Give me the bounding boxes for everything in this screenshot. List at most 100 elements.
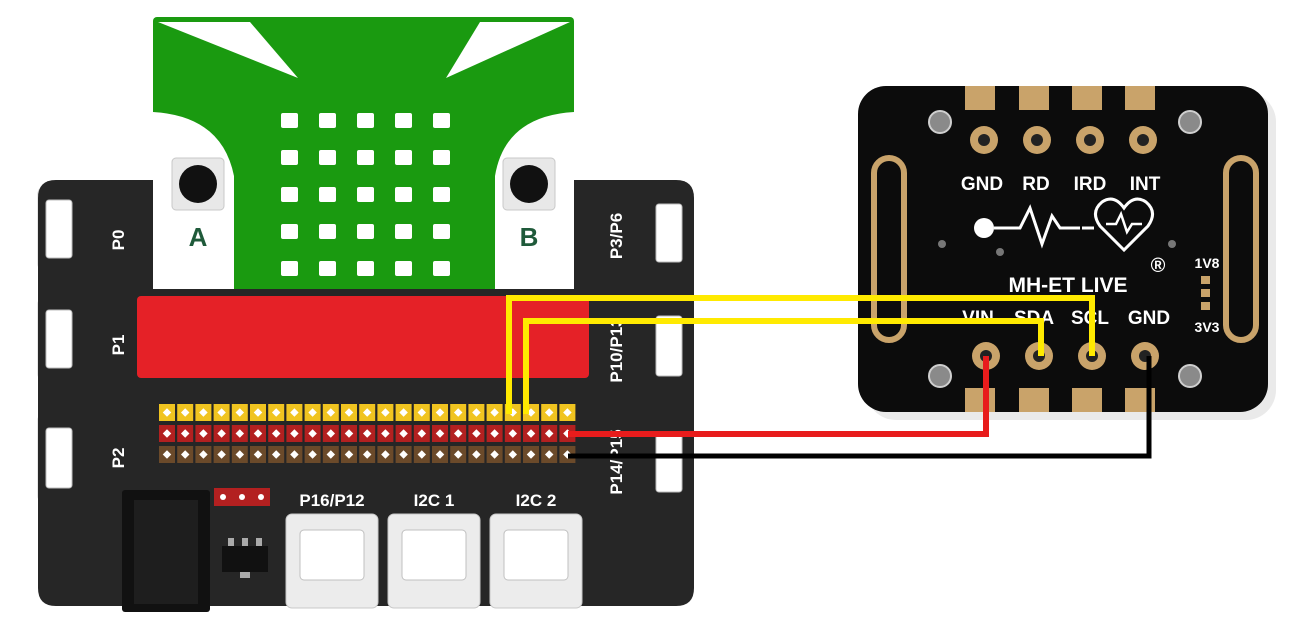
header-pin-hole <box>162 429 172 438</box>
led-cell <box>395 261 412 276</box>
led-cell <box>433 150 450 165</box>
header-pin-hole <box>290 429 299 438</box>
header-pin-hole <box>253 429 263 438</box>
header-pin-hole <box>490 429 499 438</box>
wire-sda-yellow <box>506 295 1095 414</box>
header-pin-hole <box>235 408 245 417</box>
led-cell <box>281 150 298 165</box>
header-pin-hole <box>544 408 554 417</box>
header-pin-hole <box>472 408 481 417</box>
led-cell <box>433 187 450 202</box>
header-pin-hole <box>344 450 354 459</box>
sensor-pin-rd: RD <box>1022 174 1049 195</box>
led-cell <box>319 187 336 202</box>
heartbeat-logo-icon <box>974 197 1154 253</box>
header-pin-hole <box>344 429 354 438</box>
header-pin-hole <box>435 429 445 438</box>
header-pin-hole <box>381 429 390 438</box>
header-pin-hole <box>508 450 518 459</box>
header-pin-hole <box>253 450 263 459</box>
header-pin-hole <box>308 429 317 438</box>
header-pin-hole <box>290 450 299 459</box>
header-pin-hole <box>162 408 172 417</box>
sensor-pcb <box>858 86 1268 412</box>
pin-row-vcc <box>159 425 576 442</box>
header-pin-hole <box>180 450 190 459</box>
led-cell <box>319 150 336 165</box>
header-pin-hole <box>399 408 408 417</box>
port-label-p10-p13: P10/P13 <box>607 317 626 382</box>
led-cell <box>395 187 412 202</box>
voltage-jumper <box>1201 276 1210 310</box>
led-cell <box>357 113 374 128</box>
bottom-connectors <box>285 513 583 609</box>
wires <box>506 295 1152 459</box>
sensor-pin-int: INT <box>1130 174 1161 195</box>
header-pin-hole <box>381 450 390 459</box>
voltage-label-1v8: 1V8 <box>1195 255 1220 271</box>
led-cell <box>281 113 298 128</box>
sensor-pin-gnd-bottom: GND <box>1128 308 1170 329</box>
header-pin-hole <box>344 408 354 417</box>
wire-scl-yellow <box>523 318 1044 414</box>
button-a[interactable] <box>171 157 225 211</box>
sensor-brand: MH-ET LIVE <box>1009 274 1128 297</box>
led-cell <box>395 224 412 239</box>
header-pin-hole <box>435 408 445 417</box>
header-pin-hole <box>290 408 299 417</box>
port-label-p2: P2 <box>109 448 128 469</box>
port-label-i2c1: I2C 1 <box>414 491 455 510</box>
port-label-p1: P1 <box>109 335 128 356</box>
header-pin-hole <box>490 450 499 459</box>
port-label-p3-p6: P3/P6 <box>607 213 626 259</box>
mounting-holes <box>928 110 1202 388</box>
led-matrix <box>281 113 450 276</box>
wire-gnd-black <box>568 356 1152 459</box>
header-pin-hole <box>326 450 336 459</box>
header-pin-hole <box>217 408 226 417</box>
header-pin-hole <box>217 429 226 438</box>
header-pin-hole <box>253 408 263 417</box>
header-pin-hole <box>417 450 427 459</box>
led-cell <box>281 187 298 202</box>
wire-vin-red <box>568 356 989 437</box>
button-b[interactable] <box>502 157 556 211</box>
header-pin-hole <box>453 408 463 417</box>
header-pin-hole <box>326 408 336 417</box>
header-pin-hole <box>199 408 208 417</box>
header-pin-hole <box>453 450 463 459</box>
header-pin-hole <box>362 450 372 459</box>
header-pin-hole <box>308 408 317 417</box>
header-pin-hole <box>526 450 536 459</box>
header-pin-hole <box>472 429 481 438</box>
led-cell <box>357 187 374 202</box>
port-label-i2c2: I2C 2 <box>516 491 557 510</box>
max30102-sensor: GND RD IRD INT MH-ET LIVE ® VIN SDA SCL … <box>858 86 1276 420</box>
led-cell <box>357 224 374 239</box>
header-pin-hole <box>199 450 208 459</box>
port-label-p14-p15: P14/P15 <box>607 429 626 494</box>
top-pin-pads <box>970 126 1157 154</box>
header-pin-hole <box>417 429 427 438</box>
header-pin-hole <box>453 429 463 438</box>
button-a-label: A <box>189 222 208 252</box>
header-pin-hole <box>399 429 408 438</box>
led-cell <box>357 150 374 165</box>
led-cell <box>357 261 374 276</box>
header-pin-hole <box>235 429 245 438</box>
button-b-label: B <box>520 222 539 252</box>
led-cell <box>319 261 336 276</box>
header-pin-hole <box>271 408 281 417</box>
header-pin-hole <box>544 450 554 459</box>
header-pin-hole <box>217 450 226 459</box>
header-pin-hole <box>180 408 190 417</box>
led-cell <box>281 261 298 276</box>
header-pin-hole <box>362 408 372 417</box>
pin-row-signal <box>159 404 576 421</box>
header-pin-hole <box>490 408 499 417</box>
header-pin-hole <box>235 450 245 459</box>
microbit: A B <box>153 17 574 289</box>
registered-mark: ® <box>1151 255 1166 277</box>
sensor-pin-gnd-top: GND <box>961 174 1003 195</box>
